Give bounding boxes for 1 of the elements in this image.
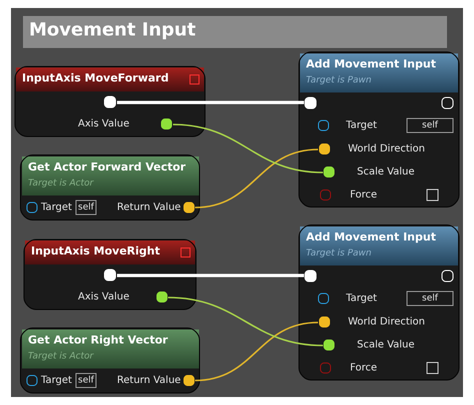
diagram-title: Movement Input — [29, 19, 196, 40]
